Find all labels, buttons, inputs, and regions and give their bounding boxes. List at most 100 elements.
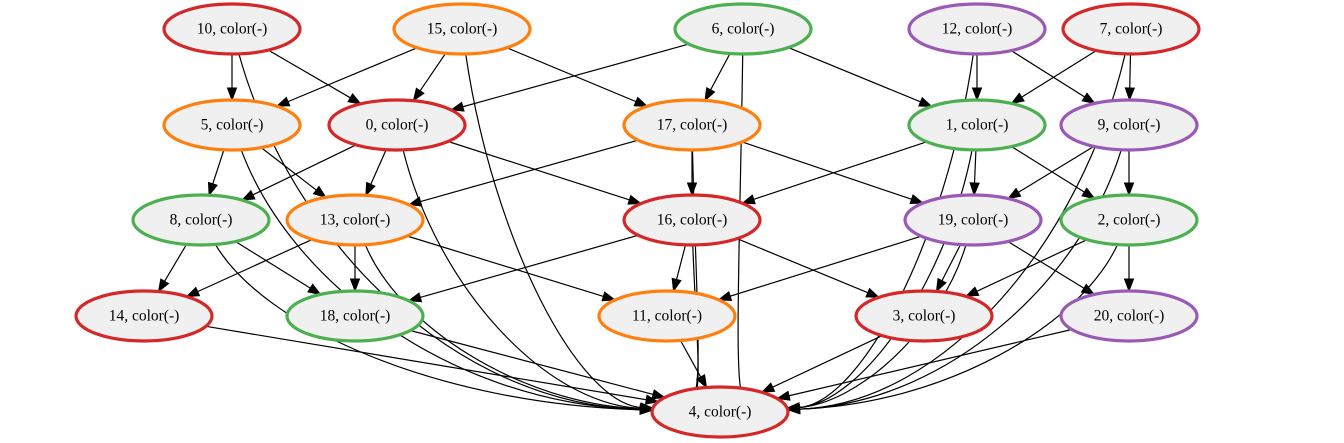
arrowhead-icon (686, 182, 698, 197)
node-3[interactable]: 3, color(-) (854, 289, 994, 343)
edge-15-to-5 (275, 47, 418, 107)
node-15[interactable]: 15, color(-) (392, 2, 532, 56)
arrowhead-icon (760, 382, 776, 393)
edge-line (419, 234, 639, 299)
edge-line (771, 335, 883, 389)
node-ellipse (74, 289, 214, 343)
node-2[interactable]: 2, color(-) (1059, 193, 1199, 247)
edge-line (729, 235, 922, 298)
arrowhead-icon (601, 291, 617, 302)
edge-13-to-14 (185, 238, 313, 298)
edges-layer (157, 43, 1136, 416)
node-ellipse (650, 385, 790, 439)
edge-1-to-2 (1011, 145, 1096, 200)
node-ellipse (622, 193, 762, 247)
node-label: 6, color(-) (712, 21, 775, 38)
node-18[interactable]: 18, color(-) (285, 289, 425, 343)
node-ellipse (392, 2, 532, 56)
edge-12-to-1 (971, 54, 983, 102)
arrowhead-icon (865, 287, 881, 298)
node-ellipse (622, 98, 762, 152)
edge-12-to-9 (1010, 50, 1097, 105)
edge-17-to-19 (741, 141, 925, 205)
node-label: 10, color(-) (197, 21, 268, 38)
node-label: 16, color(-) (657, 212, 728, 229)
edge-15-to-0 (412, 52, 447, 102)
edge-10-to-0 (267, 49, 362, 105)
node-ellipse (162, 2, 302, 56)
node-ellipse (907, 98, 1047, 152)
edge-line (410, 329, 655, 396)
node-12[interactable]: 12, color(-) (907, 2, 1047, 56)
arrowhead-icon (307, 283, 322, 296)
node-6[interactable]: 6, color(-) (673, 2, 813, 56)
node-11[interactable]: 11, color(-) (597, 289, 737, 343)
edge-line (1129, 53, 1132, 90)
node-ellipse (907, 2, 1047, 56)
arrowhead-icon (207, 181, 218, 197)
edge-line (205, 325, 648, 401)
node-10[interactable]: 10, color(-) (162, 2, 302, 56)
edge-line (461, 43, 689, 108)
edge-line (798, 244, 1119, 410)
edge-line (286, 47, 418, 103)
edge-0-to-8 (240, 144, 357, 201)
edge-10-to-5 (226, 54, 238, 102)
node-ellipse (673, 2, 813, 56)
node-label: 4, color(-) (689, 404, 752, 421)
node-label: 18, color(-) (320, 308, 391, 325)
node-7[interactable]: 7, color(-) (1061, 2, 1201, 56)
edge-line (675, 244, 687, 281)
node-4[interactable]: 4, color(-) (650, 385, 790, 439)
node-label: 3, color(-) (893, 308, 956, 325)
arrowhead-icon (226, 87, 238, 102)
node-19[interactable]: 19, color(-) (903, 193, 1043, 247)
node-0[interactable]: 0, color(-) (327, 98, 467, 152)
edge-9-to-19 (1006, 145, 1095, 200)
edge-line (196, 238, 313, 293)
edge-line (402, 149, 642, 410)
edge-2-to-3 (964, 239, 1088, 297)
edge-19-to-11 (717, 235, 922, 302)
node-5[interactable]: 5, color(-) (162, 98, 302, 152)
edge-line (787, 328, 1072, 397)
arrowhead-icon (671, 277, 682, 293)
edge-1-to-16 (741, 141, 927, 205)
arrowhead-icon (1124, 87, 1136, 102)
node-ellipse (1061, 2, 1201, 56)
node-label: 19, color(-) (938, 212, 1009, 229)
arrowhead-icon (651, 389, 667, 400)
edge-line (1017, 145, 1095, 194)
node-label: 11, color(-) (632, 308, 702, 325)
edge-line (1011, 145, 1086, 194)
edge-line (679, 340, 702, 379)
edge-line (214, 244, 642, 411)
node-20[interactable]: 20, color(-) (1059, 289, 1199, 343)
edge-9-to-2 (1123, 150, 1135, 197)
node-8[interactable]: 8, color(-) (131, 193, 271, 247)
node-13[interactable]: 13, color(-) (285, 193, 425, 247)
arrowhead-icon (964, 286, 980, 297)
node-16[interactable]: 16, color(-) (622, 193, 762, 247)
node-17[interactable]: 17, color(-) (622, 98, 762, 152)
arrowhead-icon (185, 286, 201, 298)
arrowhead-icon (909, 194, 925, 205)
node-9[interactable]: 9, color(-) (1059, 98, 1199, 152)
edge-line (260, 147, 318, 192)
edge-11-to-4 (679, 340, 708, 389)
edge-6-to-0 (449, 43, 689, 112)
arrowhead-icon (918, 96, 933, 107)
arrowhead-icon (1006, 187, 1022, 200)
edge-line (973, 149, 977, 185)
edge-19-to-3 (935, 244, 962, 293)
arrowhead-icon (449, 101, 465, 112)
node-14[interactable]: 14, color(-) (74, 289, 214, 343)
edge-18-to-4 (410, 329, 667, 400)
node-ellipse (1059, 193, 1199, 247)
node-1[interactable]: 1, color(-) (907, 98, 1047, 152)
arrowhead-icon (704, 87, 716, 102)
edge-line (736, 238, 869, 294)
node-label: 14, color(-) (109, 308, 180, 325)
node-ellipse (1059, 289, 1199, 343)
